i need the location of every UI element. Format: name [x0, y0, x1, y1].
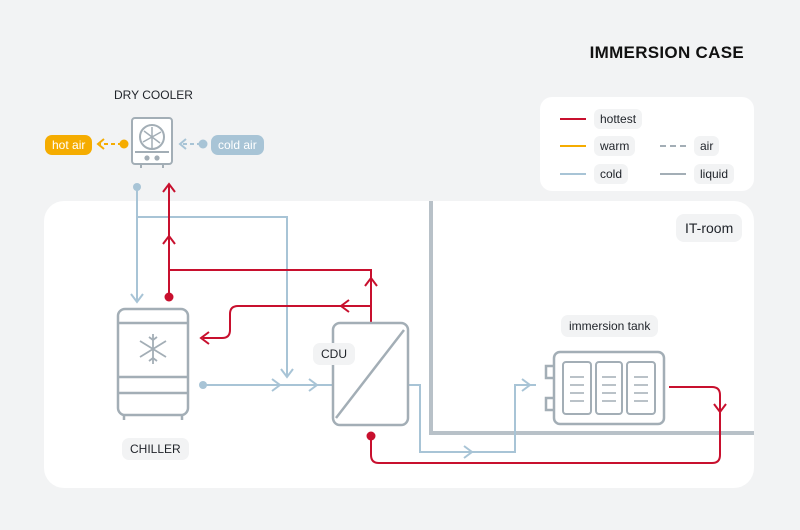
immersion-tank [544, 350, 666, 426]
cold-air-pill: cold air [211, 135, 264, 155]
legend-swatch-air [660, 145, 686, 147]
dry-cooler [131, 117, 173, 168]
chiller [116, 307, 190, 420]
chiller-label: CHILLER [122, 438, 189, 460]
legend-swatch-hottest [560, 118, 586, 120]
legend-item-liquid: liquid [660, 164, 735, 184]
legend-label-hottest: hottest [594, 109, 643, 129]
air-arrows [96, 138, 201, 150]
heat-exchanger-icon [335, 329, 405, 419]
legend: hottest warm cold air liquid [540, 97, 754, 191]
legend-item-air: air [660, 136, 720, 156]
server-rack-icon [562, 361, 656, 415]
page-title: IMMERSION CASE [589, 43, 744, 62]
legend-label-cold: cold [594, 164, 629, 184]
legend-label-air: air [694, 136, 720, 156]
legend-label-warm: warm [594, 136, 636, 156]
legend-swatch-warm [560, 145, 586, 147]
it-room-wall [429, 201, 754, 435]
immersion-tank-label: immersion tank [561, 315, 659, 337]
legend-swatch-liquid [660, 173, 686, 175]
cold-lines [130, 188, 536, 459]
dry-cooler-label: DRY COOLER [114, 88, 193, 102]
hottest-lines [162, 182, 727, 464]
legend-item-warm: warm [560, 136, 636, 156]
cdu-label: CDU [313, 343, 355, 365]
legend-label-liquid: liquid [694, 164, 735, 184]
hot-air-pill: hot air [45, 135, 93, 155]
it-room-label: IT-room [676, 214, 743, 242]
legend-item-cold: cold [560, 164, 629, 184]
legend-swatch-cold [560, 173, 586, 175]
legend-item-hottest: hottest [560, 109, 643, 129]
snowflake-icon [139, 334, 167, 364]
